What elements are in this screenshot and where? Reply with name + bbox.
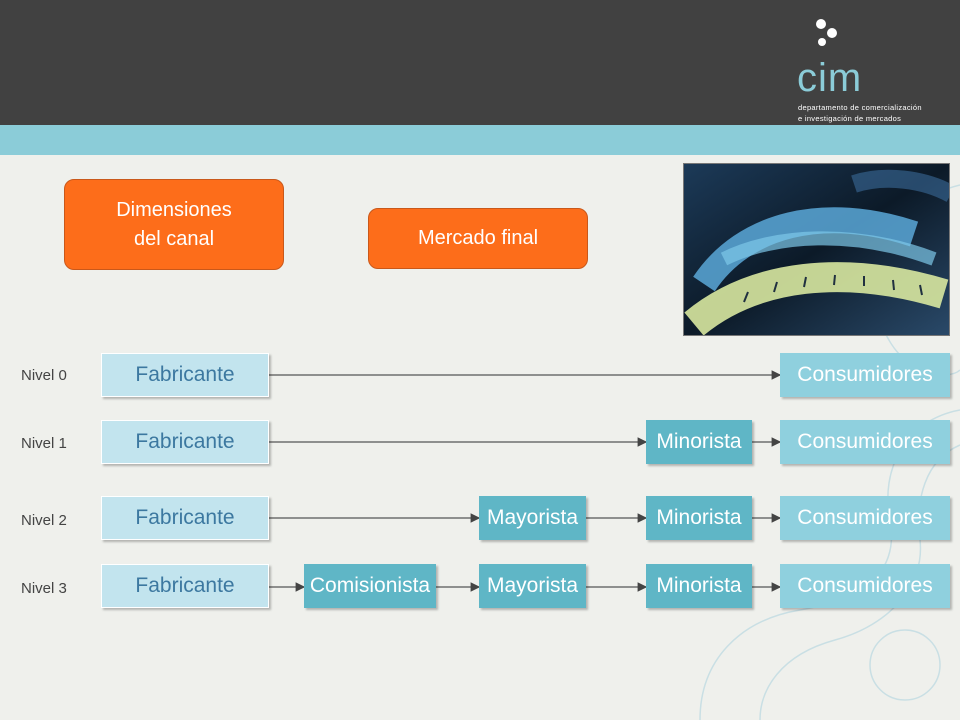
logo-word: cim [797, 56, 863, 100]
level-label-0: Nivel 0 [21, 367, 67, 384]
node-consumidores-3: Consumidores [780, 564, 950, 608]
node-fabricante-1: Fabricante [101, 420, 269, 464]
level-label-1: Nivel 1 [21, 435, 67, 452]
node-fabricante-0: Fabricante [101, 353, 269, 397]
measuring-tape-photo [683, 163, 950, 336]
node-consumidores-0: Consumidores [780, 353, 950, 397]
accent-band [0, 125, 960, 155]
node-consumidores-2: Consumidores [780, 496, 950, 540]
mercado-final-button[interactable]: Mercado final [368, 208, 588, 269]
node-fabricante-2: Fabricante [101, 496, 269, 540]
measuring-tape-icon [684, 164, 949, 335]
logo-subtitle: departamento de comercialización e inves… [798, 102, 922, 124]
node-mayorista-3: Mayorista [479, 564, 586, 608]
dimensiones-button[interactable]: Dimensiones del canal [64, 179, 284, 270]
level-label-2: Nivel 2 [21, 512, 67, 529]
node-mayorista-2: Mayorista [479, 496, 586, 540]
logo-dots-icon [816, 19, 837, 46]
node-consumidores-1: Consumidores [780, 420, 950, 464]
level-label-3: Nivel 3 [21, 580, 67, 597]
logo-line-2: e investigación de mercados [798, 114, 902, 123]
node-fabricante-3: Fabricante [101, 564, 269, 608]
header-bar [0, 0, 960, 125]
node-comisionista-3: Comisionista [304, 564, 436, 608]
node-minorista-3: Minorista [646, 564, 752, 608]
node-minorista-1: Minorista [646, 420, 752, 464]
node-minorista-2: Minorista [646, 496, 752, 540]
logo-line-1: departamento de comercialización [798, 103, 922, 112]
cim-logo: cim departamento de comercialización e i… [795, 18, 955, 123]
